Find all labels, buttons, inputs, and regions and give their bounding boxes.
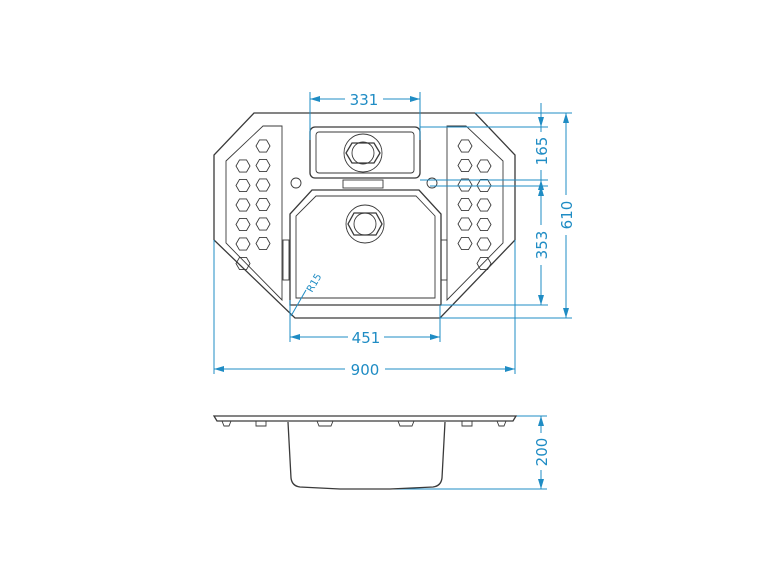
small-bowl [309, 126, 421, 179]
dim-small-bowl-depth: 165 [533, 137, 551, 166]
left-clip [282, 239, 290, 281]
dim-main-bowl-width: 451 [352, 329, 381, 347]
drainer-hole [255, 197, 271, 212]
top-view [213, 112, 516, 319]
drainer-hole [476, 217, 492, 232]
main-bowl-drain-hole [353, 212, 377, 236]
small-bowl-drain [343, 133, 383, 173]
small-bowl-drain-hole [351, 141, 375, 165]
drainer-hole [476, 198, 492, 212]
drainer-hole [255, 236, 271, 251]
main-bowl-drain [345, 204, 385, 244]
drainer-hole [457, 217, 473, 231]
drainer-hole [457, 178, 473, 192]
dim-overall-width: 900 [351, 361, 380, 379]
right-drainer [446, 125, 504, 302]
dimension-lines: 331 451 900 165 353 610 200 R15 [213, 91, 576, 490]
right-clip [440, 239, 448, 281]
drainer-hole [255, 139, 271, 153]
dim-small-bowl-width: 331 [350, 91, 379, 109]
drainer-hole [457, 236, 473, 251]
dim-main-bowl-depth: 353 [533, 231, 551, 260]
overflow-connector [342, 179, 384, 189]
main-bowl-drain-nut [347, 212, 383, 236]
drainer-hole [457, 139, 473, 153]
drainer-hole [235, 178, 251, 193]
drainer-hole [457, 158, 473, 173]
drainer-hole [255, 217, 271, 231]
sink-top-plate [212, 415, 518, 422]
left-drainer [225, 125, 283, 302]
small-bowl-inner [315, 131, 415, 174]
drainer-hole [476, 237, 492, 251]
side-view [212, 415, 518, 490]
main-bowl-inner [295, 195, 436, 299]
drainer-hole [457, 197, 473, 212]
dim-corner-radius: R15 [305, 272, 324, 295]
drainer-hole [476, 256, 492, 271]
sink-outline [213, 112, 516, 319]
drainer-hole [235, 217, 251, 232]
drainer-hole [255, 178, 271, 192]
drainer-hex-pattern [235, 139, 492, 271]
drainer-hole [476, 159, 492, 173]
tap-hole-left [290, 177, 302, 189]
drainer-hole [235, 256, 251, 271]
mounting-clips [221, 420, 507, 427]
drainer-hole [235, 237, 251, 251]
tap-hole-right [426, 177, 438, 189]
bowl-profile [287, 421, 446, 490]
drainer-hole [255, 158, 271, 173]
dim-bowl-height: 200 [533, 438, 551, 467]
drainer-hole [235, 159, 251, 173]
small-bowl-drain-nut [345, 142, 381, 164]
dim-overall-depth: 610 [558, 201, 576, 230]
drainer-hole [235, 198, 251, 212]
